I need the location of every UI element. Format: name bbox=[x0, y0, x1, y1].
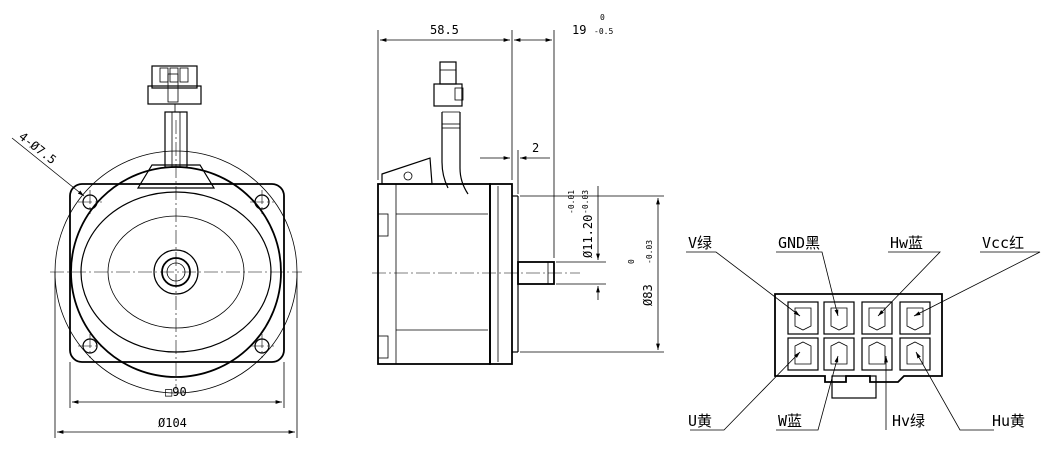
shaft-length-label: 19 bbox=[572, 23, 586, 37]
pin-label-u: U黄 bbox=[688, 412, 712, 430]
connector-pinout: V绿 GND黑 Hw蓝 Vcc红 U黄 W蓝 Hv绿 Hu黄 bbox=[686, 234, 1041, 431]
pin-label-hu: Hu黄 bbox=[992, 412, 1025, 430]
shaft-diameter-label: Ø11.20 bbox=[581, 215, 595, 258]
pilot-diameter-tol-lower: -0.03 bbox=[645, 240, 654, 264]
pin-label-hv: Hv绿 bbox=[892, 412, 925, 430]
pin-label-hw: Hw蓝 bbox=[890, 234, 923, 252]
front-view: 4-Ø7.5 □90 Ø104 bbox=[11, 65, 302, 438]
shaft-length-tol-upper: 0 bbox=[600, 13, 605, 22]
pin-row-bottom bbox=[787, 337, 931, 371]
step-dimension-label: 2 bbox=[532, 141, 539, 155]
hole-callout-label: 4-Ø7.5 bbox=[16, 129, 59, 167]
pin-label-vcc: Vcc红 bbox=[982, 234, 1024, 252]
pin-label-v: V绿 bbox=[688, 234, 712, 252]
side-cable-connector bbox=[433, 61, 469, 195]
front-square-flange bbox=[69, 183, 285, 363]
pin-row-top bbox=[787, 301, 931, 335]
square-dimension-label: □90 bbox=[165, 385, 187, 399]
shaft-diameter-tol-lower: -0.03 bbox=[581, 190, 590, 214]
diameter-dimension-label: Ø104 bbox=[158, 416, 187, 430]
side-flange bbox=[489, 183, 513, 365]
shaft-length-tol-lower: -0.5 bbox=[594, 27, 613, 36]
side-motor-body bbox=[377, 183, 491, 365]
pilot-diameter-label: Ø83 bbox=[641, 284, 655, 306]
pin-label-w: W蓝 bbox=[778, 412, 802, 430]
pin-label-gnd: GND黑 bbox=[778, 234, 820, 252]
length-dimension-label: 58.5 bbox=[430, 23, 459, 37]
pilot-diameter-tol-upper: 0 bbox=[627, 259, 636, 264]
side-view: 58.5 19 0 -0.5 2 Ø11.20 -0.01 -0.03 Ø83 … bbox=[372, 13, 664, 365]
shaft-diameter-tol-upper: -0.01 bbox=[567, 190, 576, 214]
